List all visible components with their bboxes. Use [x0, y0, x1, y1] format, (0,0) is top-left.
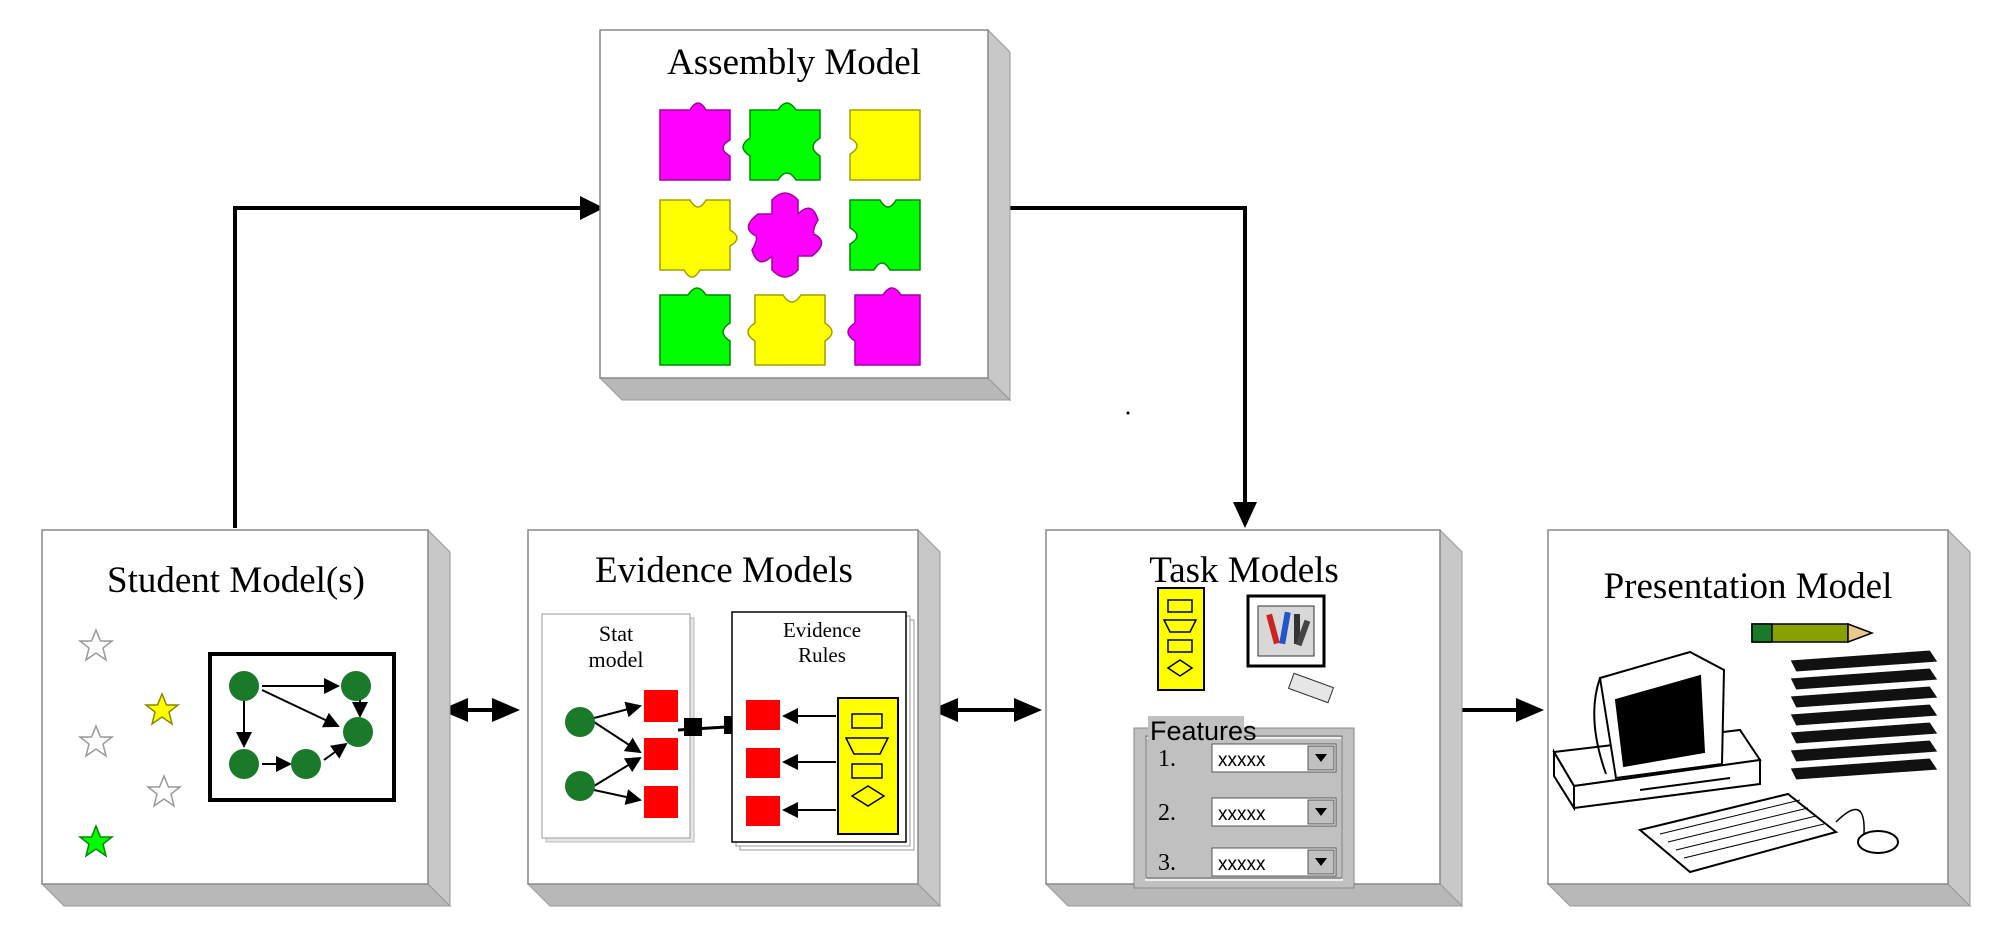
puzzle-piece-icon	[747, 192, 823, 278]
feature-number: 1.	[1158, 746, 1176, 772]
star-icon	[143, 692, 181, 726]
presentation-model-title: Presentation Model	[1604, 566, 1893, 607]
star-icon	[145, 774, 183, 808]
stat-model-panel: Stat model	[541, 613, 695, 843]
pencil-icon	[1751, 622, 1875, 644]
evidence-models-title: Evidence Models	[595, 550, 853, 591]
feature-select-value: xxxxx	[1218, 804, 1266, 825]
star-icon	[77, 824, 115, 858]
puzzle-piece-icon	[742, 102, 821, 181]
keyboard-small-icon	[1287, 672, 1335, 704]
student-to-assembly-arrow	[233, 206, 595, 528]
feature-select-value: xxxxx	[1218, 750, 1266, 771]
assembly-model-box: Assembly Model	[598, 28, 1012, 402]
feature-select-value: xxxxx	[1218, 854, 1266, 875]
puzzle-grid	[659, 102, 921, 366]
feature-number: 3.	[1158, 850, 1176, 876]
evidence-rules-panel: Evidence Rules	[731, 611, 915, 851]
puzzle-piece-icon	[747, 294, 833, 366]
assembly-model-title: Assembly Model	[667, 42, 921, 83]
student-model-box: Student Model(s)	[40, 528, 452, 908]
connectors	[233, 196, 1544, 722]
puzzle-piece-icon	[659, 199, 738, 278]
student-network-graph	[208, 652, 396, 802]
stat-model-label-line1: Stat	[599, 621, 633, 646]
computer-icon	[1552, 650, 1899, 874]
assembly-to-task-arrow	[988, 206, 1247, 516]
puzzle-piece-icon	[659, 287, 731, 366]
stat-model-label-line2: model	[589, 647, 644, 672]
puzzle-piece-icon	[847, 287, 921, 366]
evidence-rules-label-line2: Rules	[798, 643, 846, 667]
presentation-model-box: Presentation Model	[1546, 528, 1972, 908]
features-panel: Features 1. xxxxx 2. xxxxx 3. xxxxx	[1133, 716, 1355, 889]
feature-number: 2.	[1158, 800, 1176, 826]
evidence-rules-label-line1: Evidence	[783, 618, 861, 642]
flowchart-icon	[837, 697, 899, 835]
feature-row: 1. xxxxx	[1158, 743, 1337, 773]
task-models-box: Task Models Features 1. xxxxx	[1044, 528, 1464, 908]
toolbox-icon	[1246, 594, 1326, 668]
feature-row: 3. xxxxx	[1158, 847, 1337, 877]
star-icon	[77, 724, 115, 758]
features-label: Features	[1150, 716, 1257, 746]
task-models-title: Task Models	[1149, 550, 1339, 591]
puzzle-piece-icon	[849, 199, 921, 271]
evidence-models-box: Evidence Models Stat model	[526, 528, 942, 908]
feature-row: 2. xxxxx	[1158, 797, 1337, 827]
paper-stack-icon	[1789, 649, 1939, 781]
puzzle-piece-icon	[849, 109, 921, 181]
student-model-title: Student Model(s)	[107, 560, 365, 601]
star-icon	[77, 628, 115, 662]
flowchart-icon	[1157, 587, 1205, 691]
puzzle-piece-icon	[659, 102, 731, 181]
stars	[77, 628, 183, 858]
